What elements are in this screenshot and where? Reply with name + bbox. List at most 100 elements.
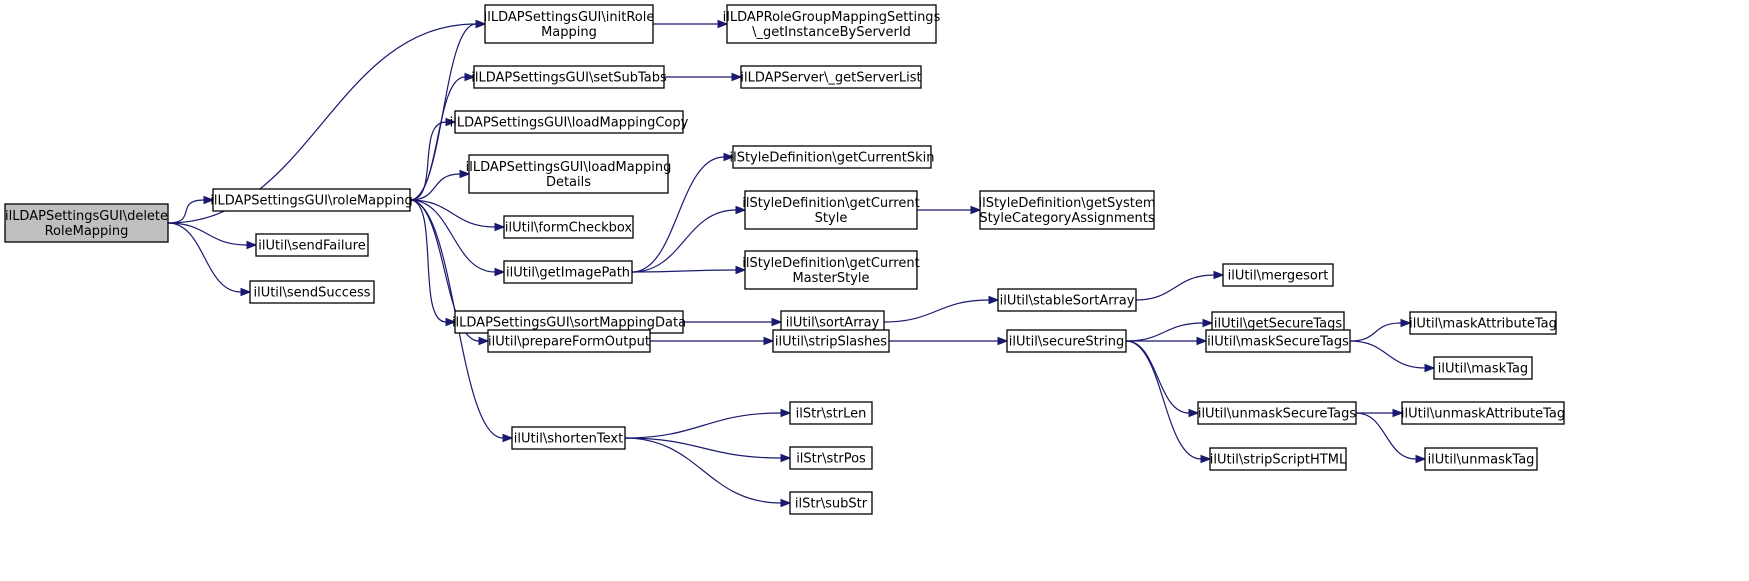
node-box <box>503 215 634 239</box>
node-label: ilStyleDefinition\getCurrent <box>742 256 919 271</box>
node-n22[interactable]: ilStr\subStr <box>789 491 873 515</box>
edge-line <box>1125 322 1204 342</box>
node-n27[interactable]: ilUtil\getSecureTags <box>1211 311 1345 335</box>
node-box <box>503 260 633 284</box>
node-label: ilLDAPRoleGroupMappingSettings <box>723 10 941 25</box>
node-n12[interactable]: ilUtil\shortenText <box>511 426 626 450</box>
edge-n1-to-n6 <box>409 117 457 201</box>
edge-line <box>167 199 205 224</box>
edge-line <box>631 209 737 273</box>
arrowhead-icon <box>763 336 775 346</box>
node-box <box>1006 329 1127 353</box>
node-label: ilStyleDefinition\getSystem <box>978 196 1155 211</box>
edge-line <box>409 173 461 201</box>
node-label: ilLDAPSettingsGUI\loadMappingCopy <box>450 116 689 131</box>
node-label: ilLDAPServer\_getServerList <box>740 71 921 86</box>
node-n6[interactable]: ilLDAPSettingsGUI\loadMappingCopy <box>450 110 689 134</box>
node-n2[interactable]: ilUtil\sendFailure <box>255 233 369 257</box>
node-label: ilLDAPSettingsGUI\initRole <box>484 10 655 25</box>
node-n20[interactable]: ilStr\strLen <box>789 401 873 425</box>
edge-line <box>624 437 782 504</box>
edge-line <box>1349 322 1402 342</box>
arrowhead-icon <box>502 433 514 443</box>
node-n18[interactable]: ilUtil\sortArray <box>780 310 885 334</box>
edge-line <box>167 222 242 293</box>
node-n13[interactable]: ilLDAPRoleGroupMappingSettings\_getInsta… <box>723 4 941 44</box>
node-box <box>468 154 669 194</box>
node-label: MasterStyle <box>792 271 869 286</box>
edge-line <box>409 199 496 273</box>
node-label: ilStyleDefinition\getCurrent <box>742 196 919 211</box>
node-n21[interactable]: ilStr\strPos <box>789 446 873 470</box>
node-n28[interactable]: ilUtil\maskSecureTags <box>1205 329 1351 353</box>
node-label: ilUtil\shortenText <box>514 432 623 447</box>
node-n26[interactable]: ilUtil\mergesort <box>1222 263 1334 287</box>
arrowhead-icon <box>717 19 729 29</box>
node-box <box>789 491 873 515</box>
edge-n12-to-n22 <box>624 437 792 508</box>
arrowhead-icon <box>780 408 792 418</box>
node-label: ilUtil\formCheckbox <box>505 221 633 236</box>
edge-n25-to-n30 <box>1125 340 1212 464</box>
edge-line <box>167 222 248 246</box>
node-n15[interactable]: ilStyleDefinition\getCurrentSkin <box>729 145 935 169</box>
node-n31[interactable]: ilUtil\maskAttributeTag <box>1409 311 1557 335</box>
arrowhead-icon <box>723 152 735 162</box>
node-n32[interactable]: ilUtil\maskTag <box>1433 356 1533 380</box>
edge-line <box>1135 274 1215 301</box>
node-n25[interactable]: ilUtil\secureString <box>1006 329 1127 353</box>
node-box <box>4 203 169 243</box>
node-n29[interactable]: ilUtil\unmaskSecureTags <box>1197 401 1357 425</box>
node-n10[interactable]: ilLDAPSettingsGUI\sortMappingData <box>452 310 686 334</box>
edge-line <box>631 156 725 273</box>
node-n8[interactable]: ilUtil\formCheckbox <box>503 215 634 239</box>
node-label: ilStr\strLen <box>796 407 867 422</box>
node-n34[interactable]: ilUtil\unmaskTag <box>1424 447 1538 471</box>
arrowhead-icon <box>1424 363 1436 373</box>
node-box <box>744 190 918 230</box>
node-box <box>732 145 932 169</box>
node-box <box>1424 447 1538 471</box>
node-label: \_getInstanceByServerId <box>752 25 911 40</box>
edge-n9-to-n16 <box>631 205 747 273</box>
node-label: Details <box>546 175 591 190</box>
arrowhead-icon <box>464 72 476 82</box>
node-n30[interactable]: ilUtil\stripScriptHTML <box>1209 447 1347 471</box>
node-n11[interactable]: ilUtil\prepareFormOutput <box>487 329 651 353</box>
edge-line <box>1349 340 1426 369</box>
node-box <box>212 188 411 212</box>
node-n23[interactable]: ilStyleDefinition\getSystemStyleCategory… <box>978 190 1156 230</box>
node-box <box>789 446 873 470</box>
arrowhead-icon <box>445 117 457 127</box>
node-n24[interactable]: ilUtil\stableSortArray <box>997 288 1137 312</box>
arrowhead-icon <box>780 498 792 508</box>
edge-n10-to-n18 <box>683 317 783 327</box>
node-n3[interactable]: ilUtil\sendSuccess <box>249 280 375 304</box>
arrowhead-icon <box>478 336 490 346</box>
node-n33[interactable]: ilUtil\unmaskAttributeTag <box>1401 401 1565 425</box>
node-n9[interactable]: ilUtil\getImagePath <box>503 260 633 284</box>
arrowhead-icon <box>1392 408 1404 418</box>
edge-n4-to-n13 <box>653 19 729 29</box>
edge-n1-to-n8 <box>409 199 506 232</box>
edge-n29-to-n34 <box>1355 412 1427 464</box>
node-box <box>997 288 1137 312</box>
node-n19[interactable]: ilUtil\stripSlashes <box>772 329 890 353</box>
edge-n1-to-n10 <box>409 199 457 327</box>
arrowhead-icon <box>780 453 792 463</box>
edge-line <box>883 299 990 323</box>
node-label: ilUtil\prepareFormOutput <box>488 335 650 350</box>
node-n5[interactable]: ilLDAPSettingsGUI\setSubTabs <box>471 65 667 89</box>
node-label: ilLDAPSettingsGUI\roleMapping <box>210 194 413 209</box>
node-n1[interactable]: ilLDAPSettingsGUI\roleMapping <box>210 188 413 212</box>
node-box <box>473 65 665 89</box>
edge-line <box>409 121 447 201</box>
node-n14[interactable]: ilLDAPServer\_getServerList <box>740 65 922 89</box>
